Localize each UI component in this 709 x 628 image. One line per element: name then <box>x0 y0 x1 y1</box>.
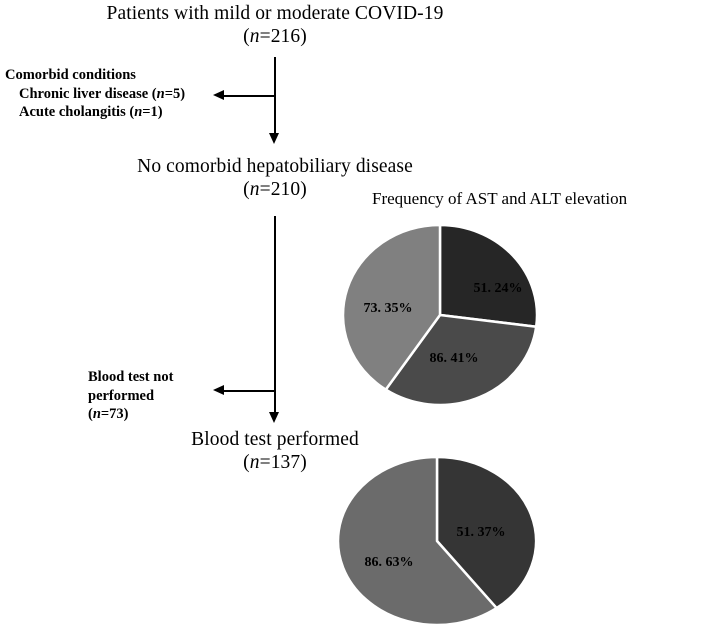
pie-slice-label: 51. 37% <box>456 525 506 540</box>
exclusion-no-blood-test: Blood test not performed (n=73) <box>88 368 218 424</box>
paren-open: ( <box>243 452 250 473</box>
italic-n: n <box>249 452 260 473</box>
italic-n: n <box>156 85 165 102</box>
exclusion-count: (n=73) <box>88 406 129 422</box>
connector-arrowhead-left-2 <box>213 384 224 395</box>
pie-slice-label: 73. 35% <box>363 301 413 316</box>
paren-open: ( <box>88 406 93 423</box>
flow-node-enrolled-line1: Patients with mild or moderate COVID-19 <box>106 3 444 24</box>
flow-node-blood-test-performed: Blood test performed (n=137) <box>0 428 550 474</box>
exclusion-heading: Comorbid conditions <box>5 67 136 83</box>
count-value: =73) <box>100 406 129 423</box>
pie-slice <box>438 223 539 328</box>
paren-open: ( <box>243 179 250 200</box>
italic-n: n <box>249 26 260 47</box>
exclusion-item-acute-cholangitis: Acute cholangitis (n=1) <box>5 103 245 122</box>
connector-arrowhead-down-1 <box>269 133 279 144</box>
pie-chart-frequency-ast-alt-elevation: 51. 24% 86. 41% 73. 35% <box>341 223 539 407</box>
count-value: =5) <box>164 85 186 102</box>
flow-node-enrolled: Patients with mild or moderate COVID-19 … <box>0 2 550 48</box>
count-value: =137) <box>259 452 307 473</box>
pie-slice-label: 51. 24% <box>473 281 523 296</box>
paren-open: ( <box>243 26 250 47</box>
exclusion-line2: performed <box>88 387 155 404</box>
flow-node-blood-test-performed-count: (n=137) <box>0 451 550 474</box>
italic-n: n <box>249 179 260 200</box>
count-value: =210) <box>259 179 307 200</box>
pie-slice <box>384 313 538 407</box>
exclusion-comorbid-conditions: Comorbid conditions Chronic liver diseas… <box>5 66 245 122</box>
italic-n: n <box>134 104 143 121</box>
pie-slice-label: 86. 41% <box>429 351 479 366</box>
italic-n: n <box>92 406 101 423</box>
count-value: =216) <box>259 26 307 47</box>
pie-slice <box>336 455 498 627</box>
connector-horizontal-line-1 <box>219 95 276 97</box>
connector-vertical-line-2 <box>274 216 276 416</box>
flow-node-blood-test-performed-line1: Blood test performed <box>191 429 359 450</box>
count-value: =1) <box>142 104 163 121</box>
pie-slice <box>341 223 442 391</box>
pie-slice-label: 86. 63% <box>364 555 414 570</box>
pie-chart-1-title: Frequency of AST and ALT elevation <box>372 189 628 208</box>
exclusion-item-label: Acute cholangitis ( <box>19 104 135 121</box>
flow-node-no-comorbid-line1: No comorbid hepatobiliary disease <box>137 156 413 177</box>
pie-chart-2-svg <box>336 455 538 627</box>
flow-node-enrolled-count: (n=216) <box>0 25 550 48</box>
flow-node-no-comorbid-count: (n=210) <box>0 178 550 201</box>
connector-arrowhead-down-2 <box>269 412 279 423</box>
exclusion-item-chronic-liver-disease: Chronic liver disease (n=5) <box>5 85 245 104</box>
pie-slice <box>435 455 538 610</box>
connector-arrowhead-left-1 <box>213 89 224 100</box>
pie-chart-blood-test-performed: 51. 37% 86. 63% <box>336 455 541 628</box>
exclusion-line1: Blood test not <box>88 369 174 385</box>
flow-node-no-comorbid: No comorbid hepatobiliary disease (n=210… <box>0 155 550 201</box>
pie-chart-1-svg <box>341 223 539 407</box>
connector-horizontal-line-2 <box>219 390 276 392</box>
exclusion-item-label: Chronic liver disease ( <box>19 85 157 102</box>
